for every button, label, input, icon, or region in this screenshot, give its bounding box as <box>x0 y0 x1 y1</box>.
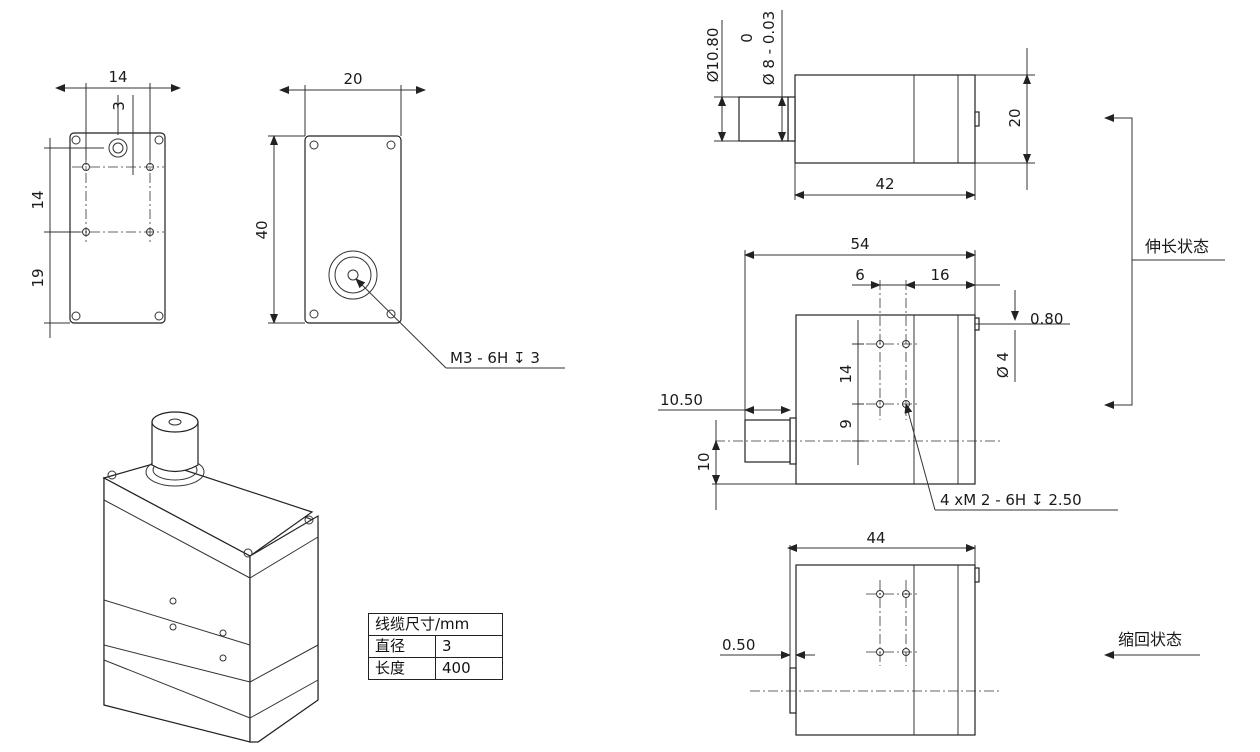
side-view-body <box>794 74 976 164</box>
cable-spec-table: 线缆尺寸/mm 直径 3 长度 400 <box>368 613 503 680</box>
retracted-view-body <box>795 564 976 736</box>
isometric-view <box>102 411 319 743</box>
dim-extended-lower: 9 <box>837 419 855 429</box>
dim-extended-upper: 14 <box>837 364 855 383</box>
dim-stroke: 10.50 <box>660 391 703 409</box>
retracted-hole-pattern <box>866 580 918 666</box>
table-row: 长度 400 <box>368 657 503 680</box>
table-cell-label: 长度 <box>368 657 436 680</box>
side-view: Ø10.80 0 Ø 8 - 0.03 20 42 <box>704 10 1035 200</box>
dim-retracted-gap: 0.50 <box>722 636 755 654</box>
callout-holes: 4 xM 2 - 6H ↧ 2.50 <box>940 491 1082 509</box>
front-view-hole-pattern <box>72 155 164 244</box>
front-view: 14 3 14 19 <box>29 68 181 338</box>
table-header-row: 线缆尺寸/mm <box>368 613 503 636</box>
table-cell-value: 3 <box>435 635 503 658</box>
dim-tolerance-lower: Ø 8 - 0.03 <box>760 11 778 85</box>
table-header: 线缆尺寸/mm <box>368 613 503 636</box>
back-view: 20 40 M3 - 6H ↧ 3 <box>253 70 565 369</box>
dim-front-upper: 14 <box>29 190 47 209</box>
retracted-view: 44 0.50 缩回状态 <box>720 529 1200 736</box>
dim-retracted-length: 44 <box>866 529 885 547</box>
dim-front-width: 14 <box>108 68 127 86</box>
dim-shaft-height: 10 <box>695 452 713 471</box>
dim-extended-offset: 16 <box>930 266 949 284</box>
label-retracted-state: 缩回状态 <box>1118 630 1182 649</box>
side-view-shaft <box>738 96 789 142</box>
front-view-outline <box>69 132 166 324</box>
callout-back-thread: M3 - 6H ↧ 3 <box>450 349 540 367</box>
extended-view: 54 6 16 0.80 Ø 4 14 9 10.50 10 4 xM 2 - … <box>658 114 1225 511</box>
iso-shaft <box>151 421 199 473</box>
dim-side-height: 20 <box>1006 108 1024 127</box>
label-extended-state: 伸长状态 <box>1145 237 1209 256</box>
dim-back-height: 40 <box>253 220 271 239</box>
dim-back-width: 20 <box>343 70 362 88</box>
back-view-outline <box>304 135 402 324</box>
table-cell-label: 直径 <box>368 635 436 658</box>
dim-front-offset: 3 <box>110 101 128 111</box>
extended-hole-pattern <box>866 280 918 420</box>
extended-view-body <box>795 314 976 485</box>
shaft-circle <box>108 138 128 158</box>
dim-tolerance-upper: 0 <box>738 33 756 43</box>
dim-extended-length: 54 <box>850 235 869 253</box>
dim-side-length: 42 <box>875 175 894 193</box>
table-row: 直径 3 <box>368 635 503 658</box>
table-cell-value: 400 <box>435 657 503 680</box>
dim-pin-dia: Ø 4 <box>994 352 1012 378</box>
dim-extended-spacing: 6 <box>855 266 865 284</box>
dim-shaft-dia: Ø10.80 <box>704 28 722 83</box>
threaded-boss <box>328 250 378 300</box>
dim-extended-gap: 0.80 <box>1030 310 1063 328</box>
dim-front-lower: 19 <box>29 268 47 287</box>
